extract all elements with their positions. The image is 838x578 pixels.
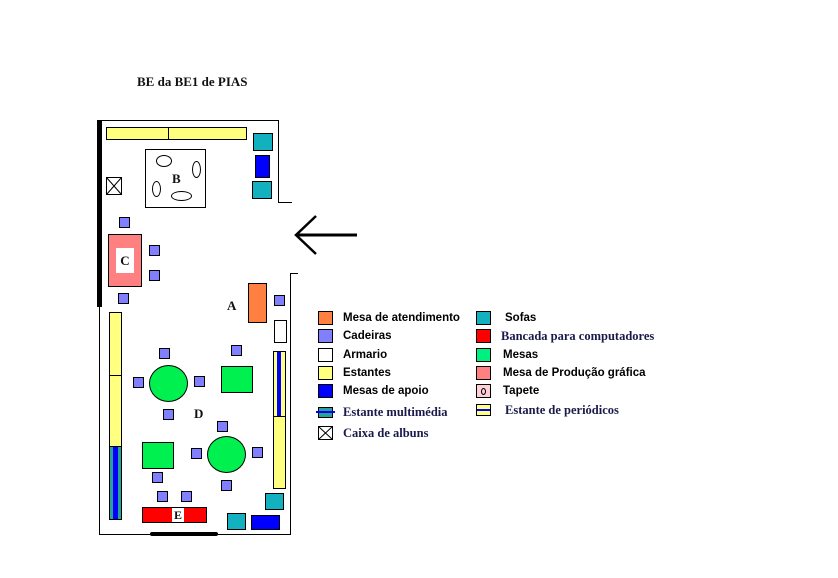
wall-right-lower	[290, 273, 291, 535]
zone-label-c: C	[116, 248, 134, 273]
zone-label-b: B	[172, 171, 181, 186]
orange-square-icon	[318, 311, 333, 325]
chair	[157, 491, 168, 502]
chair	[221, 480, 232, 491]
legend-item: Mesa de Produção gráfica	[476, 364, 654, 382]
chair	[217, 421, 228, 432]
legend-item: Mesas de apoio	[318, 382, 460, 400]
sofa	[252, 181, 272, 199]
cushion-icon	[156, 155, 172, 167]
multimedia-shelf	[109, 446, 122, 520]
chair	[149, 245, 160, 256]
legend-item: Estantes	[318, 364, 460, 382]
zone-label-a: A	[227, 298, 237, 313]
legend-item: Bancada para computadores	[476, 327, 654, 345]
chair	[163, 409, 174, 420]
support-table	[251, 515, 280, 530]
sofa	[265, 493, 284, 510]
wall-left-lower	[99, 307, 100, 535]
blue-square-icon	[318, 384, 333, 398]
wall-top	[100, 120, 278, 121]
yellow-square-icon	[318, 366, 333, 380]
round-table	[207, 436, 246, 473]
plan-title: BE da BE1 de PIAS	[137, 74, 248, 89]
cushion-icon	[171, 191, 192, 201]
legend-right: Sofas Bancada para computadores Mesas Me…	[476, 309, 654, 419]
red-square-icon	[476, 329, 491, 343]
album-box-icon	[106, 177, 122, 195]
chair	[191, 448, 202, 459]
wall-entrance-bottom	[290, 273, 298, 274]
legend-left: Mesa de atendimento Cadeiras Armario Est…	[316, 309, 460, 442]
shelf-right	[273, 416, 286, 489]
multimedia-shelf-icon	[316, 406, 335, 418]
cushion-icon	[192, 161, 201, 178]
entrance-arrow-icon	[294, 215, 357, 255]
chair	[133, 377, 144, 388]
cushion-icon	[152, 181, 161, 197]
chair	[274, 295, 285, 306]
legend-item: Mesa de atendimento	[318, 309, 460, 327]
square-table	[221, 366, 253, 393]
chair	[252, 447, 263, 458]
shelf-left-1	[109, 312, 122, 376]
legend-item: Armario	[318, 346, 460, 364]
white-square-icon	[318, 348, 333, 362]
shelf-top-1	[106, 127, 169, 140]
legend-item: Cadeiras	[318, 327, 460, 345]
door-bottom	[150, 532, 218, 536]
chair	[119, 217, 130, 228]
square-table	[142, 442, 174, 469]
lavender-square-icon	[318, 329, 333, 343]
chair	[118, 293, 129, 304]
zone-label-e: E	[172, 508, 184, 522]
legend-item: Sofas	[476, 309, 654, 327]
computer-bench: E	[142, 507, 207, 523]
salmon-square-icon	[476, 366, 491, 380]
zone-label-d: D	[194, 406, 204, 421]
wall-right-upper	[278, 120, 279, 202]
legend-item: Caixa de albuns	[318, 424, 460, 442]
chair	[181, 491, 192, 502]
support-table	[255, 155, 270, 178]
legend-item: Tapete	[476, 382, 654, 400]
green-square-icon	[476, 348, 491, 362]
periodicals-shelf-icon	[476, 404, 491, 416]
legend-item: Estante de periódicos	[476, 401, 654, 419]
chair	[159, 348, 170, 359]
chair	[194, 376, 205, 387]
legend-item: Estante multimédia	[316, 403, 460, 421]
carpet-icon	[476, 384, 491, 398]
zone-b-carpet: B	[145, 149, 206, 208]
chair	[231, 345, 242, 356]
sofa	[227, 513, 246, 530]
teal-square-icon	[476, 311, 491, 325]
wall-entrance-top	[278, 202, 292, 203]
shelf-top-2	[168, 127, 247, 140]
round-table	[149, 365, 188, 402]
chair	[149, 270, 160, 281]
legend-item: Mesas	[476, 346, 654, 364]
shelf-left-2	[109, 375, 122, 447]
cabinet	[274, 320, 287, 343]
periodicals-shelf	[273, 351, 286, 417]
zone-c-graphic-table: C	[108, 234, 142, 287]
chair	[152, 472, 163, 483]
crossed-box-icon	[318, 426, 333, 440]
wall-left-thick	[97, 120, 102, 307]
sofa	[253, 133, 273, 151]
reception-desk	[248, 283, 267, 323]
